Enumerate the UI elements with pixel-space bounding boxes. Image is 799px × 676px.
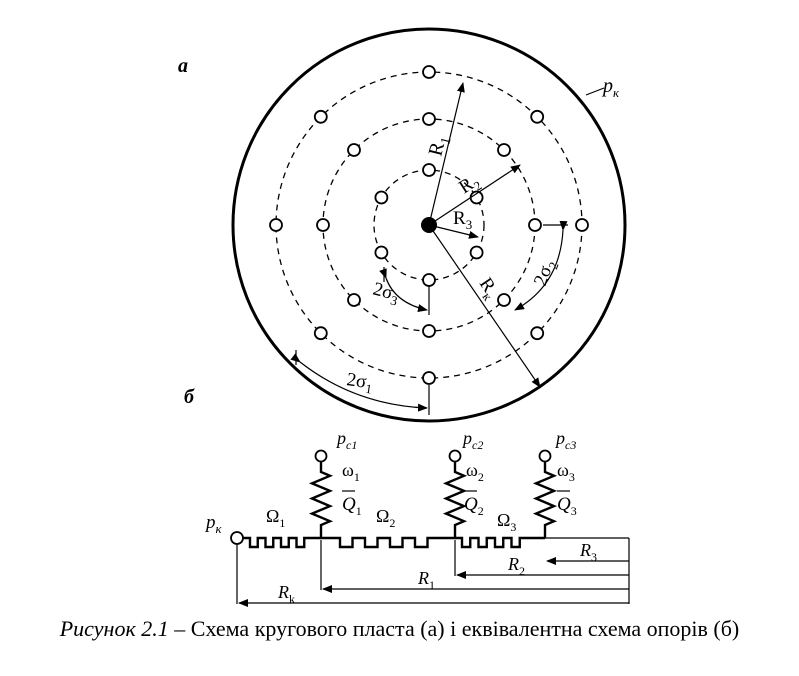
label-pc2: pc2 bbox=[461, 428, 483, 452]
well-ring2-8 bbox=[347, 143, 361, 157]
well-resistor-1 bbox=[308, 462, 334, 538]
well-ring1-1 bbox=[422, 65, 436, 79]
figure-caption: Рисунок 2.1 – Схема кругового пласта (а)… bbox=[0, 616, 799, 642]
radius-rk-arrow bbox=[428, 224, 541, 388]
well-ring1-4 bbox=[530, 326, 545, 341]
pk-label-b: pк bbox=[204, 512, 223, 536]
label-r3: R3 bbox=[453, 208, 472, 232]
sigma2-arc bbox=[514, 220, 568, 311]
label-2sigma1: 2σ1 bbox=[345, 369, 374, 396]
well-resistor-3 bbox=[532, 462, 558, 538]
well-ring1-6 bbox=[313, 326, 328, 341]
dim-label-r3: R3 bbox=[579, 540, 597, 564]
well-ring2-1 bbox=[422, 112, 436, 126]
well-ring3-1 bbox=[422, 163, 436, 177]
label-Omega3: Ω3 bbox=[497, 510, 516, 534]
dim-label-r2: R2 bbox=[507, 554, 525, 578]
label-omega3: ω3 bbox=[557, 460, 575, 484]
well-ring2-2 bbox=[497, 143, 511, 157]
panel-b-label: б bbox=[184, 386, 195, 408]
well-node-1 bbox=[314, 449, 328, 463]
well-ring1-8 bbox=[313, 109, 328, 124]
well-ring3-4 bbox=[422, 273, 436, 287]
label-omega1: ω1 bbox=[342, 460, 360, 484]
panel-a-label: а bbox=[178, 55, 188, 77]
label-omega2: ω2 bbox=[466, 460, 484, 484]
label-Omega2: Ω2 bbox=[376, 506, 395, 530]
well-ring3-3 bbox=[469, 245, 484, 260]
dim-label-rk: Rk bbox=[277, 582, 295, 606]
label-pc3: pc3 bbox=[554, 428, 576, 452]
label-2sigma3: 2σ3 bbox=[370, 279, 402, 309]
well-ring2-6 bbox=[347, 293, 361, 307]
pk-node bbox=[230, 531, 244, 545]
well-ring2-3 bbox=[528, 218, 542, 232]
well-ring1-5 bbox=[422, 371, 436, 385]
radius-r3-arrow bbox=[428, 224, 479, 239]
well-ring1-7 bbox=[269, 218, 283, 232]
radius-r2-arrow bbox=[428, 164, 521, 226]
label-q1: Q1 bbox=[342, 494, 362, 518]
label-r1: R1 bbox=[425, 133, 455, 159]
sigma3-arc bbox=[379, 268, 428, 312]
dim-label-r1: R1 bbox=[417, 568, 435, 592]
pk-label-a: pк bbox=[601, 75, 620, 100]
label-q3: Q3 bbox=[557, 494, 577, 518]
label-q2: Q2 bbox=[464, 494, 484, 518]
baseline-resistor-chain bbox=[243, 536, 545, 549]
caption-text: – Схема кругового пласта (а) і еквівален… bbox=[168, 616, 740, 641]
well-resistor-2 bbox=[442, 462, 468, 538]
well-ring2-5 bbox=[422, 324, 436, 338]
well-ring3-5 bbox=[374, 245, 389, 260]
sigma1-arc bbox=[290, 353, 428, 412]
well-ring3-6 bbox=[374, 190, 389, 205]
pk-leader bbox=[585, 87, 605, 96]
caption-lead: Рисунок 2.1 bbox=[59, 616, 169, 641]
well-resistors bbox=[308, 462, 558, 538]
well-ring1-2 bbox=[530, 109, 545, 124]
label-Omega1: Ω1 bbox=[266, 506, 285, 530]
well-node-2 bbox=[448, 449, 462, 463]
wells-group bbox=[269, 65, 589, 385]
radius-r1-arrow bbox=[428, 82, 465, 226]
reservoir-boundary bbox=[231, 27, 627, 423]
well-ring2-7 bbox=[316, 218, 330, 232]
well-ring1-3 bbox=[575, 218, 589, 232]
well-ring2-4 bbox=[497, 293, 511, 307]
well-node-3 bbox=[538, 449, 552, 463]
label-pc1: pc1 bbox=[335, 428, 357, 452]
